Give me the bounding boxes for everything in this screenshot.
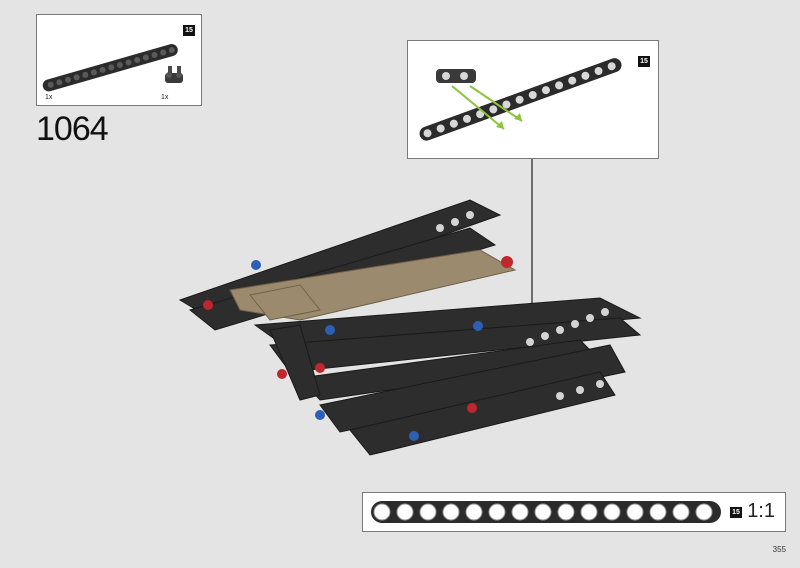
step-number: 1064 (36, 110, 109, 148)
callout-box: 15 (407, 40, 659, 159)
beam-15-part-icon (42, 44, 178, 92)
page-number: 355 (772, 545, 786, 554)
beam-15-scale-icon (371, 501, 721, 523)
quantity-beam: 1x (45, 94, 53, 101)
connector-part-icon (165, 66, 183, 83)
quantity-connector: 1x (161, 94, 169, 101)
scale-ratio: 1:1 (747, 500, 775, 522)
callout-assembly (419, 58, 622, 141)
parts-list-box: 15 1x 1x (36, 14, 202, 106)
scale-reference-box: 15 1:1 (362, 492, 786, 532)
length-badge: 15 (638, 56, 650, 67)
length-badge: 15 (183, 25, 195, 36)
length-badge: 15 (730, 507, 742, 518)
